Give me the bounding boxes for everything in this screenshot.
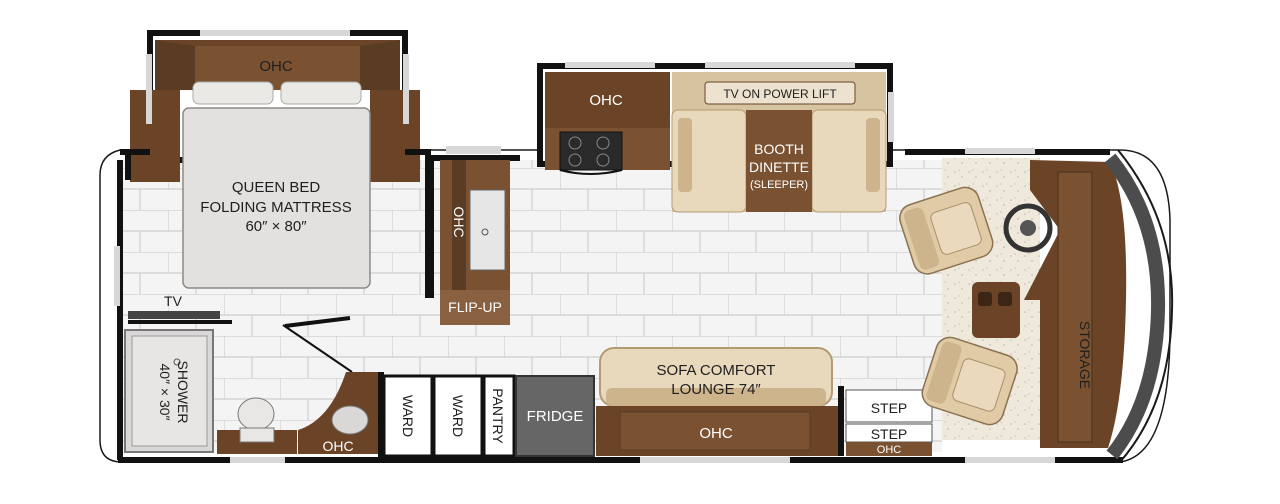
rear-wall: [117, 160, 123, 460]
ward-2: [432, 374, 484, 458]
windshield: [1104, 153, 1166, 460]
tv-lift-cabinet: [704, 81, 856, 105]
nightstand-right: [370, 90, 420, 182]
sofa-ohc-face: [619, 411, 811, 451]
entry-wall: [838, 386, 844, 456]
bath-partition: [128, 316, 351, 328]
steering-wheel: [1003, 203, 1053, 253]
ward-1-label: WARD: [400, 395, 416, 437]
cup-holder-1: [978, 292, 992, 306]
bedroom-ohc-label: OHC: [259, 58, 293, 75]
flip-up-label: FLIP-UP: [448, 299, 502, 315]
sofa-window: [640, 457, 790, 463]
storage-compartment: [1057, 171, 1093, 443]
fridge-label: FRIDGE: [527, 408, 584, 425]
bedroom-tv: [128, 311, 220, 319]
step-label-2: STEP: [871, 426, 908, 442]
bedroom-ohc-right: [360, 40, 400, 90]
dinette-table: [746, 110, 812, 212]
kitchen-ohc: [545, 72, 670, 128]
storage-label: STORAGE: [1077, 321, 1093, 389]
queen-bed: [182, 107, 371, 289]
shower-drain: [173, 358, 181, 366]
toilet: [237, 397, 275, 431]
dinette-label-1: BOOTH: [754, 141, 804, 157]
toilet-tank: [239, 427, 275, 443]
pillow-left: [192, 81, 274, 105]
bedroom-ohc-left: [155, 40, 195, 90]
bath-sink: [331, 405, 369, 435]
burner-3: [568, 153, 582, 167]
galley-window: [446, 146, 501, 154]
bath-window: [230, 457, 285, 463]
sofa-label-2: LOUNGE 74″: [671, 381, 761, 398]
bedroom-tv-label: TV: [164, 293, 183, 309]
fridge: [515, 375, 595, 457]
front-right-window: [965, 457, 1055, 463]
bedroom-window-top: [200, 30, 350, 36]
step-upper: [845, 389, 933, 423]
bath-ohc-label: OHC: [322, 438, 353, 454]
rear-window: [114, 246, 120, 306]
pantry-label: PANTRY: [490, 388, 506, 444]
passenger-recliner-top: [899, 186, 994, 275]
ward-wall: [378, 372, 384, 460]
sink-drain: [481, 228, 489, 236]
pantry: [482, 374, 516, 458]
entry-ohc: [846, 442, 932, 456]
nightstand-left: [130, 90, 180, 182]
bed-label-2: FOLDING MATTRESS: [200, 199, 351, 216]
rear-wall-cap: [125, 150, 131, 180]
bedroom-window-right: [403, 54, 409, 124]
ward-1: [382, 374, 434, 458]
cup-holder-2: [998, 292, 1012, 306]
pillow-right: [280, 81, 362, 105]
shower-label-2: 40″ × 30″: [157, 363, 173, 420]
tv-lift-label: TV ON POWER LIFT: [723, 87, 837, 101]
flip-up-counter: [440, 290, 510, 325]
front-cap: [1117, 149, 1174, 463]
dinette-label-3: (SLEEPER): [750, 179, 808, 191]
galley-wall: [425, 158, 434, 298]
steering-hub: [1020, 220, 1036, 236]
sofa-label-1: SOFA COMFORT: [657, 362, 776, 379]
shower-pan: [131, 335, 208, 447]
cab-window-top: [965, 148, 1035, 154]
cooktop-cover: [559, 169, 623, 175]
bedroom-window-left: [146, 54, 152, 124]
galley-ohc-cab: [452, 160, 466, 290]
kitchen-window: [565, 62, 655, 68]
galley-ohc-label: OHC: [451, 206, 467, 237]
bed-label-3: 60″ × 80″: [245, 218, 307, 235]
burner-4: [596, 153, 610, 167]
passenger-recliner-bottom: [921, 336, 1018, 426]
bath-door-swing: [282, 324, 353, 373]
dinette-window: [705, 62, 855, 68]
bench-right-back: [866, 118, 880, 192]
entry-ohc-label: OHC: [877, 444, 902, 456]
kitchen-ohc-label: OHC: [589, 92, 623, 109]
step-label-1: STEP: [871, 400, 908, 416]
dinette-label-2: DINETTE: [749, 159, 809, 175]
ward-2-label: WARD: [450, 395, 466, 437]
burner-2: [596, 136, 610, 150]
shower-label-1: SHOWER: [175, 361, 191, 424]
sofa-back: [606, 388, 826, 406]
dinette-side-window: [888, 92, 894, 142]
bed-label-1: QUEEN BED: [232, 179, 321, 196]
cab-console: [972, 282, 1020, 338]
cooktop: [559, 131, 623, 171]
burner-1: [568, 136, 582, 150]
bottom-wall: [118, 457, 1123, 463]
bench-left-back: [678, 118, 692, 192]
sofa-ohc-label: OHC: [699, 425, 733, 442]
